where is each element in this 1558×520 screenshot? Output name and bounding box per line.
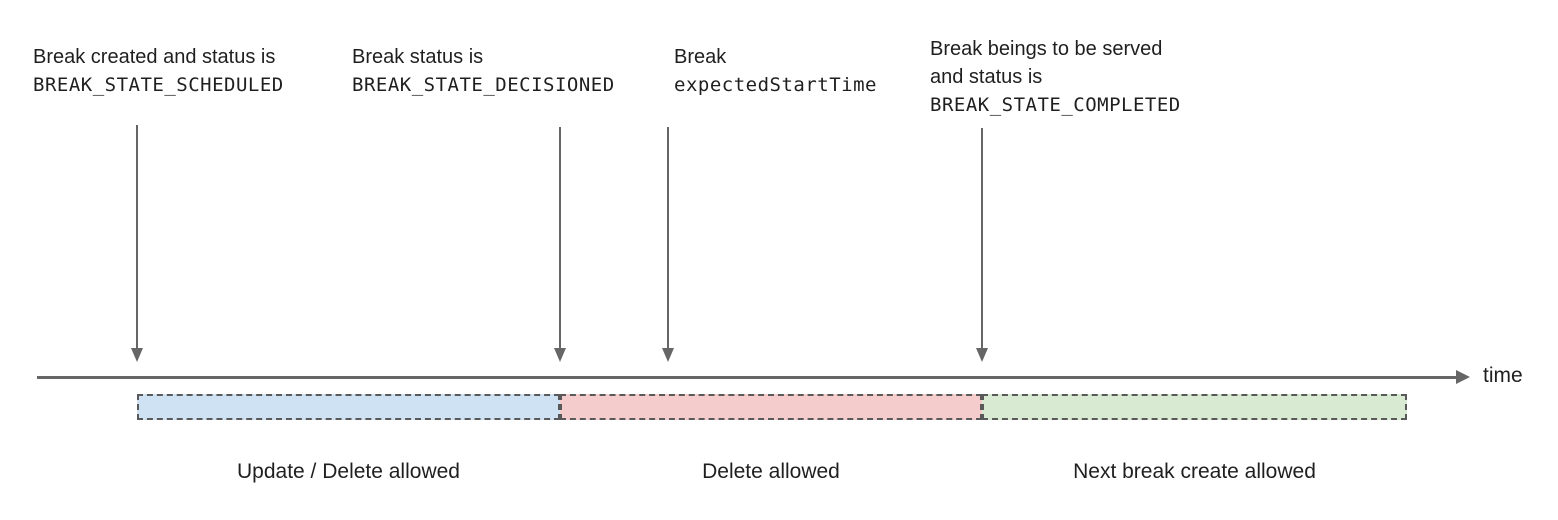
annotation-break-completed: Break beings to be served and status is … bbox=[930, 35, 1181, 119]
segment-next-break-create-allowed bbox=[982, 394, 1407, 420]
time-axis-line bbox=[37, 376, 1456, 379]
segment-caption-update-delete-allowed: Update / Delete allowed bbox=[237, 460, 460, 483]
segment-delete-allowed bbox=[560, 394, 982, 420]
segment-caption-delete-allowed: Delete allowed bbox=[702, 460, 840, 483]
down-arrow-break-created bbox=[131, 125, 143, 362]
annotation-text: Break bbox=[674, 46, 727, 68]
down-arrow-break-completed bbox=[976, 128, 988, 362]
annotation-text: Break status is bbox=[352, 46, 484, 68]
segment-caption-next-break-create-allowed: Next break create allowed bbox=[1073, 460, 1316, 483]
annotation-code-break-state-scheduled: BREAK_STATE_SCHEDULED bbox=[33, 74, 284, 96]
annotation-break-decisioned: Break status is BREAK_STATE_DECISIONED bbox=[352, 43, 615, 99]
down-arrow-expected-start-time bbox=[662, 127, 674, 362]
annotation-text: and status is bbox=[930, 66, 1043, 88]
annotation-break-created: Break created and status is BREAK_STATE_… bbox=[33, 43, 284, 99]
time-axis-label: time bbox=[1483, 364, 1523, 387]
annotation-text: Break beings to be served bbox=[930, 38, 1163, 60]
annotation-code-break-state-completed: BREAK_STATE_COMPLETED bbox=[930, 94, 1181, 116]
annotation-text: Break created and status is bbox=[33, 46, 276, 68]
annotation-code-expected-start-time: expectedStartTime bbox=[674, 74, 877, 96]
down-arrow-break-decisioned bbox=[554, 127, 566, 362]
segment-update-delete-allowed bbox=[137, 394, 560, 420]
annotation-expected-start-time: Break expectedStartTime bbox=[674, 43, 877, 99]
time-axis-arrowhead-icon bbox=[1456, 370, 1470, 384]
annotation-code-break-state-decisioned: BREAK_STATE_DECISIONED bbox=[352, 74, 615, 96]
